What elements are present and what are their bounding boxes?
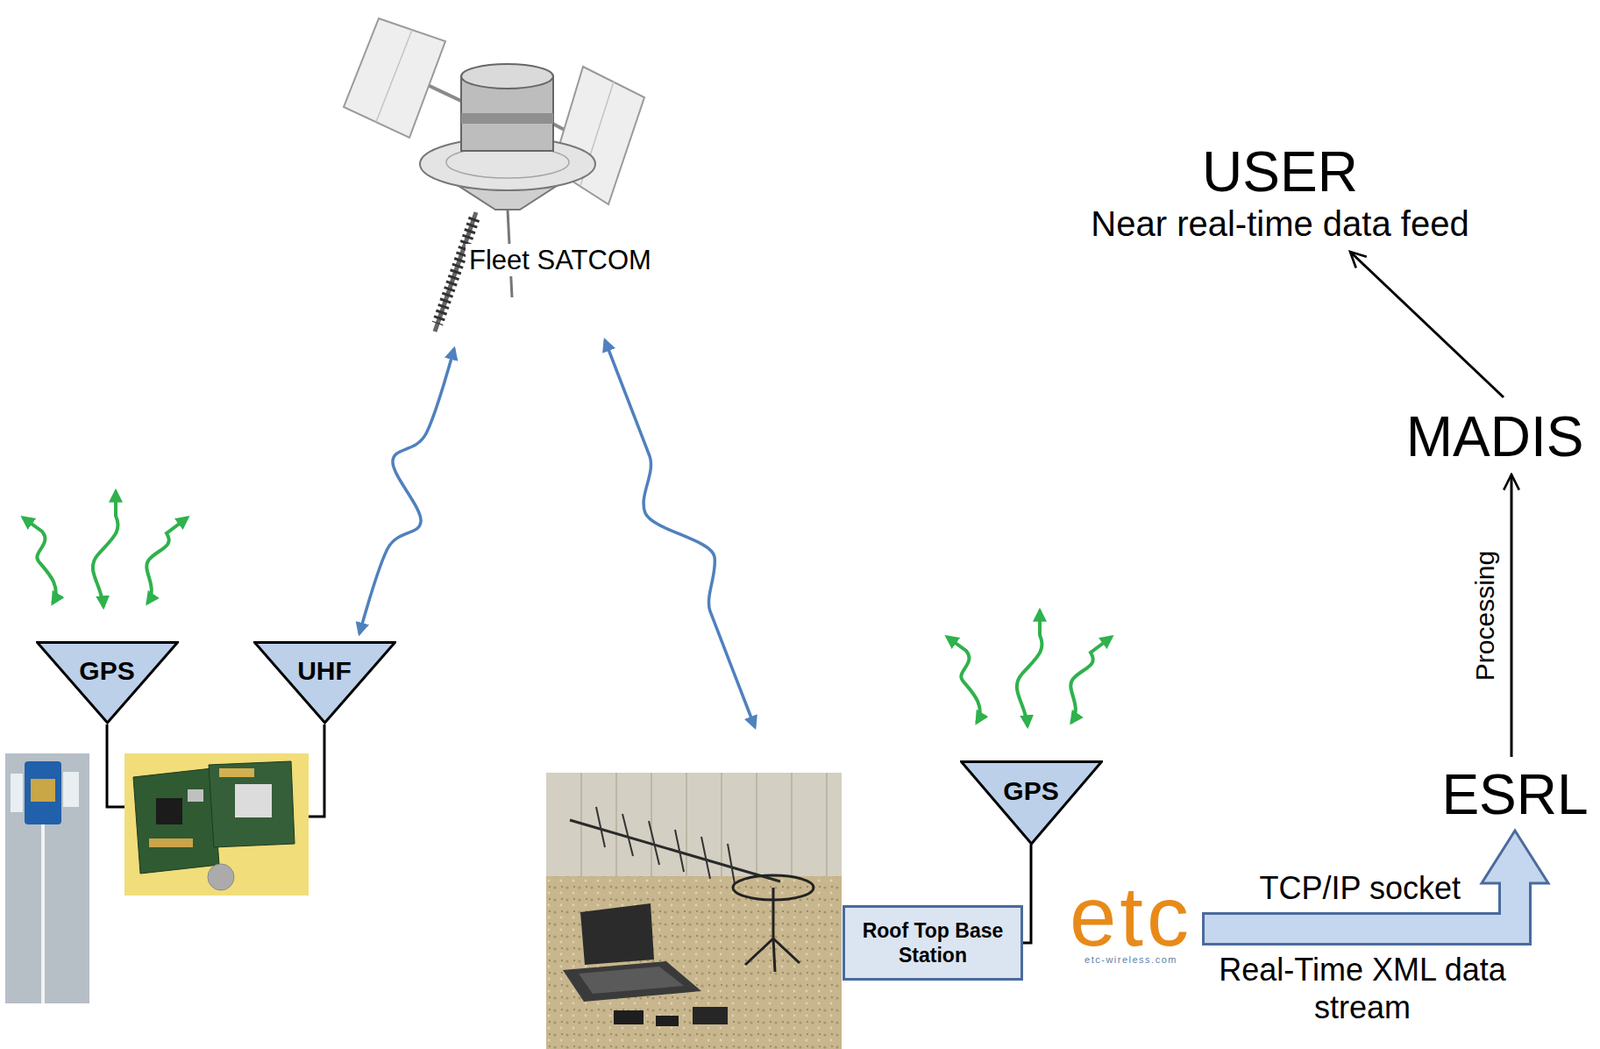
receiver-chip	[30, 778, 56, 802]
connector	[359, 348, 455, 634]
receiver-photo	[5, 753, 90, 1003]
system-label: MADIS	[1406, 404, 1585, 470]
circuit-board	[133, 768, 220, 874]
coin	[207, 863, 235, 890]
node-text: Roof Top Base Station	[857, 917, 1009, 968]
antenna-symbol: GPS	[35, 640, 179, 725]
body-band	[461, 113, 554, 124]
gps-signal	[946, 610, 1112, 726]
edge-label: Processing	[1470, 547, 1501, 683]
satellite-illustration	[343, 18, 645, 332]
circuit-board	[208, 760, 295, 847]
arrow-line	[1350, 251, 1504, 398]
antenna-cable	[106, 724, 125, 807]
board-chip	[156, 797, 183, 825]
node-text: UHF	[253, 654, 397, 687]
device-box	[655, 1015, 679, 1026]
arrow-line	[1023, 844, 1032, 944]
panel-seam	[376, 29, 413, 122]
yagi-element	[596, 806, 735, 884]
node-text: Fleet SATCOM	[465, 243, 655, 277]
photo-ground	[124, 753, 309, 896]
process-box: Roof Top Base Station	[842, 904, 1024, 981]
connector	[1023, 844, 1032, 944]
laptop-screen	[580, 903, 655, 965]
board-connector	[219, 768, 255, 777]
antenna-cable	[308, 724, 325, 817]
edge-label: TCP/IP socket	[1257, 868, 1464, 907]
laptop-keyboard	[578, 966, 684, 994]
node-text: MADIS	[1406, 404, 1585, 470]
gps-module	[234, 783, 272, 818]
system-label: ESRL	[1441, 761, 1588, 827]
photo-ground	[5, 753, 90, 1003]
sticker	[63, 771, 79, 807]
board-photo	[124, 753, 309, 896]
node-text: ESRL	[1441, 761, 1588, 827]
node-text: GPS	[960, 775, 1103, 807]
company-logo: etcetc-wireless.com	[1066, 879, 1196, 966]
node-text: USER	[1090, 141, 1469, 203]
signal-arrow	[92, 490, 119, 607]
satellite-node: Fleet SATCOM	[342, 14, 668, 337]
receiver-case	[24, 760, 62, 825]
rooftop-photo	[546, 772, 842, 1049]
wall-seam	[581, 772, 827, 876]
gps-signal	[22, 490, 188, 607]
node-text: etc-wireless.com	[1069, 952, 1193, 966]
signal-arrow	[146, 517, 188, 604]
board-connector	[149, 838, 193, 847]
node-text: Near real-time data feed	[1090, 202, 1469, 245]
satcom-link	[604, 340, 755, 727]
connector	[1201, 830, 1549, 929]
node-text: GPS	[35, 654, 179, 687]
sticker	[10, 773, 23, 812]
connector	[1511, 474, 1513, 757]
laptop-base	[562, 960, 702, 1002]
signal-arrow	[1070, 636, 1112, 723]
arrow-line	[1510, 474, 1514, 757]
photo-ground	[546, 772, 842, 1049]
signal-arrow	[22, 517, 57, 604]
signal-arrow	[946, 636, 981, 723]
cable	[41, 815, 45, 1003]
board-chip	[187, 789, 204, 802]
endpoint-label: USERNear real-time data feed	[1090, 141, 1469, 245]
body-top	[461, 64, 554, 89]
device-box	[613, 1009, 644, 1024]
connector	[1350, 251, 1504, 398]
solar-panel	[343, 18, 446, 138]
antenna-symbol: GPS	[960, 760, 1103, 846]
wall	[546, 772, 842, 876]
radio-link	[359, 348, 455, 634]
note-label: Real-Time XML data stream	[1217, 950, 1508, 1026]
antenna-tripod	[745, 887, 800, 972]
node-text: etc	[1069, 879, 1193, 953]
signal-arrow	[1016, 610, 1043, 726]
device-box	[692, 1006, 728, 1024]
block-arrow-head	[1481, 830, 1549, 883]
antenna-symbol: UHF	[253, 640, 397, 725]
